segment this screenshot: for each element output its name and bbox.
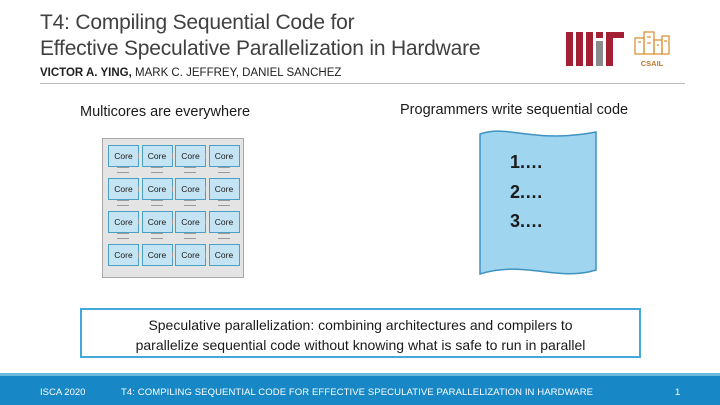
slide-title-line-2: Effective Speculative Parallelization in… <box>40 37 480 61</box>
code-line-3: 3.… <box>510 211 543 232</box>
code-line-1: 1.… <box>510 152 543 173</box>
core-r3-c3: Core <box>175 211 206 233</box>
core-r2-c3: Core <box>175 178 206 200</box>
core-interconnect-vertical <box>117 233 129 239</box>
code-line-2: 2.… <box>510 182 543 203</box>
core-interconnect-vertical <box>218 200 230 206</box>
core-interconnect-vertical <box>218 167 230 173</box>
footer-talk-title: T4: COMPILING SEQUENTIAL CODE FOR EFFECT… <box>121 387 593 398</box>
multicore-heading: Multicores are everywhere <box>80 104 250 120</box>
core-interconnect-vertical <box>151 167 163 173</box>
slide-title-line-1: T4: Compiling Sequential Code for <box>40 11 354 35</box>
csail-logo: CSAIL <box>632 28 672 72</box>
core-r4-c3: Core <box>175 244 206 266</box>
sequential-code-heading: Programmers write sequential code <box>400 102 628 118</box>
author-lead: VICTOR A. YING, <box>40 67 132 79</box>
core-interconnect-vertical <box>184 167 196 173</box>
footer-bar: ISCA 2020 T4: COMPILING SEQUENTIAL CODE … <box>0 376 720 405</box>
core-r3-c1: Core <box>108 211 139 233</box>
core-r4-c1: Core <box>108 244 139 266</box>
core-interconnect-vertical <box>117 200 129 206</box>
core-r1-c3: Core <box>175 145 206 167</box>
core-r2-c4: Core <box>209 178 240 200</box>
authors-rest: MARK C. JEFFREY, DANIEL SANCHEZ <box>132 67 342 79</box>
summary-callout: Speculative parallelization: combining a… <box>80 308 641 358</box>
callout-line-1: Speculative parallelization: combining a… <box>82 315 639 335</box>
core-r3-c2: Core <box>142 211 173 233</box>
mit-logo <box>566 32 624 66</box>
core-r3-c4: Core <box>209 211 240 233</box>
core-r1-c4: Core <box>209 145 240 167</box>
core-r1-c1: Core <box>108 145 139 167</box>
core-interconnect-vertical <box>151 233 163 239</box>
core-r2-c2: Core <box>142 178 173 200</box>
page-number: 1 <box>675 387 680 398</box>
header-divider <box>40 83 685 84</box>
core-r4-c2: Core <box>142 244 173 266</box>
core-interconnect-vertical <box>151 200 163 206</box>
authors: VICTOR A. YING, MARK C. JEFFREY, DANIEL … <box>40 67 341 79</box>
footer-conference: ISCA 2020 <box>40 387 85 398</box>
core-interconnect-vertical <box>184 233 196 239</box>
core-r4-c4: Core <box>209 244 240 266</box>
core-r2-c1: Core <box>108 178 139 200</box>
core-interconnect-vertical <box>184 200 196 206</box>
core-interconnect-vertical <box>117 167 129 173</box>
csail-logo-text: CSAIL <box>641 59 664 68</box>
core-interconnect-vertical <box>218 233 230 239</box>
callout-line-2: parallelize sequential code without know… <box>82 335 639 355</box>
core-r1-c2: Core <box>142 145 173 167</box>
